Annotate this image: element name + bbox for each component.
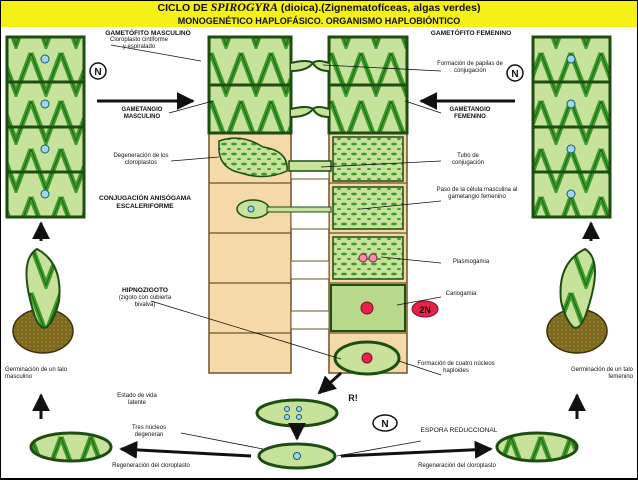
hypnozygote-label: HIPNOZIGOTO: [121, 287, 169, 294]
germinating-female-thallus: [546, 247, 608, 354]
cycle-arrows: [32, 92, 600, 459]
karyogamy-label: Cariogamia: [445, 291, 477, 297]
conjugation-ladder: [207, 35, 409, 376]
svg-text:N: N: [381, 419, 388, 430]
degeneration-label: Degeneración de los cloroplastos: [113, 153, 169, 166]
header: CICLO DE SPIROGYRA (dioica).(Zignematofí…: [1, 1, 637, 27]
chloroplast-label: Cloroplasto cintiforme y espiralado: [109, 37, 169, 50]
reduction-marker: R!: [348, 393, 358, 403]
papillae-label: Formación de papilas de conjugación: [437, 61, 503, 74]
reduction-spores: [29, 398, 579, 470]
latent-state-label: Estado de vida latente: [117, 393, 157, 406]
n-badge-left: N: [89, 62, 107, 80]
hypnozygote-description: (zigoto con cubierta bivalva): [118, 295, 172, 308]
male-gametangium-label: GAMETANGIO MASCULINO: [121, 107, 163, 120]
svg-text:N: N: [511, 69, 518, 80]
genus-name: SPIROGYRA: [210, 1, 278, 14]
two-n-badge: 2N: [411, 300, 439, 318]
conjugation-type-label: CONJUGACIÓN ANISÓGAMA ESCALERIFORME: [98, 195, 192, 210]
regeneration-label-left: Regeneración del cloroplasto: [112, 463, 190, 469]
male-cell-passage-label: Paso de la célula masculina al gametangi…: [436, 187, 518, 200]
svg-text:2N: 2N: [419, 305, 431, 315]
n-badge-right: N: [506, 64, 524, 82]
left-filament: [5, 35, 86, 219]
svg-text:N: N: [94, 67, 101, 78]
leader-lines: [110, 44, 442, 457]
regeneration-label-right: Regeneración del cloroplasto: [418, 463, 496, 469]
three-nuclei-label: Tres núcleos degeneran: [131, 425, 167, 438]
right-filament: [531, 35, 612, 219]
plasmogamy-label: Plasmogamia: [452, 259, 490, 265]
female-gametangium-label: GAMETANGIO FEMENINO: [449, 107, 491, 120]
male-gametophyte-label: GAMETÓFITO MASCULINO: [105, 30, 191, 37]
female-gametophyte-label: GAMETÓFITO FEMENINO: [430, 30, 512, 37]
n-badge-bottom: N: [372, 414, 398, 432]
diagram-subtitle: MONOGENÉTICO HAPLOFÁSICO. ORGANISMO HAPL…: [177, 16, 461, 26]
conjugation-tube-label: Tubo de conjugación: [451, 153, 485, 166]
diagram-title: CICLO DE SPIROGYRA (dioica).(Zignematofí…: [157, 1, 481, 14]
germinating-male-thallus: [12, 247, 74, 354]
reduction-spore-label: ESPORA REDUCCIONAL: [420, 427, 498, 434]
four-nuclei-label: Formación de cuatro núcleos haploides: [417, 361, 495, 374]
female-germination-label: Germinación de un talo femenino: [570, 367, 633, 380]
male-germination-label: Germinación de un talo masculino: [5, 367, 68, 380]
